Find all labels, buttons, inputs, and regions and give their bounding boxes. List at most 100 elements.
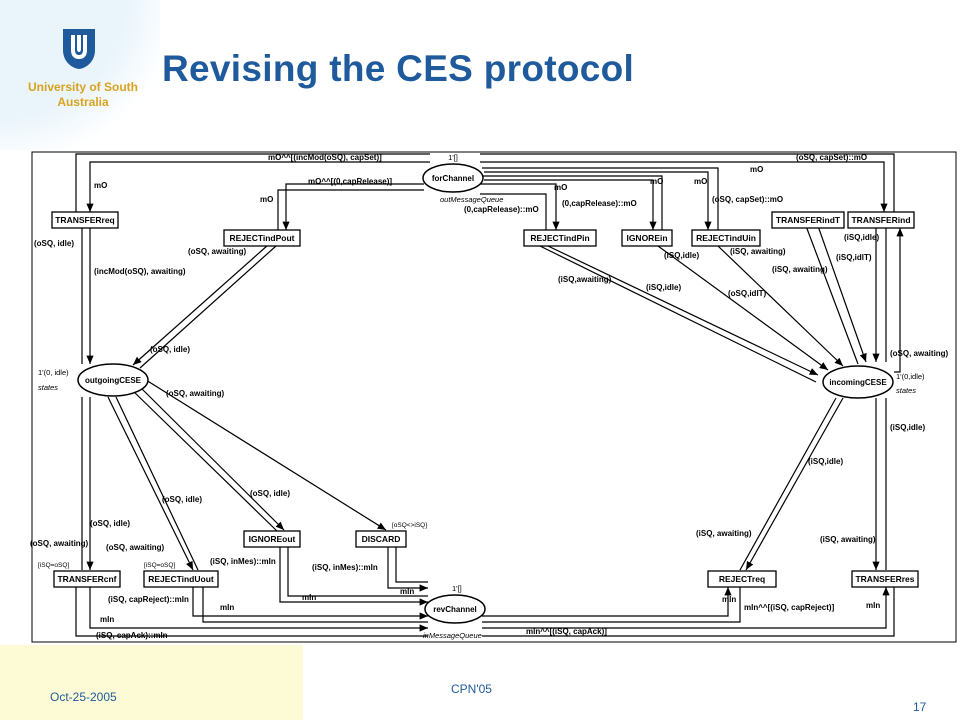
guard-discard: [oSQ<>iSQ] [392, 522, 427, 529]
svg-text:mIn: mIn [302, 593, 316, 602]
svg-text:(oSQ, awaiting): (oSQ, awaiting) [166, 389, 225, 398]
svg-text:(oSQ, capSet)::mO: (oSQ, capSet)::mO [712, 195, 783, 204]
svg-text:states: states [38, 383, 58, 392]
svg-text:mIn: mIn [220, 603, 234, 612]
corner-background [0, 0, 160, 150]
svg-text:(iSQ,idle): (iSQ,idle) [890, 423, 925, 432]
place-outgoingcese: outgoingCESE 1'(0, idle) states [38, 363, 149, 397]
svg-text:TRANSFERreq: TRANSFERreq [55, 215, 115, 225]
svg-text:states: states [896, 386, 916, 395]
svg-text:REJECTindPout: REJECTindPout [229, 233, 294, 243]
svg-text:(iSQ,idle): (iSQ,idle) [646, 283, 681, 292]
transition-ignorein [621, 229, 673, 247]
svg-text:incomingCESE: incomingCESE [829, 378, 887, 387]
guard-transfercnf: [iSQ=oSQ] [38, 562, 69, 569]
footer-conference: CPN'05 [451, 682, 492, 696]
svg-text:(oSQ,idlT): (oSQ,idlT) [728, 289, 767, 298]
svg-text:mO: mO [750, 165, 763, 174]
svg-text:1'(0, idle): 1'(0, idle) [38, 368, 69, 377]
svg-text:(iSQ,idle): (iSQ,idle) [664, 251, 699, 260]
svg-text:TRANSFERcnf: TRANSFERcnf [57, 574, 116, 584]
svg-text:(oSQ, idle): (oSQ, idle) [150, 345, 190, 354]
svg-text:(iSQ, inMes)::mIn: (iSQ, inMes)::mIn [312, 563, 378, 572]
transition-transfercnf [53, 570, 121, 588]
place-forchannel: forChannel 1'[] outMessageQueue [422, 153, 503, 204]
svg-text:REJECTreq: REJECTreq [719, 574, 765, 584]
svg-text:(0,capRelease)::mO: (0,capRelease)::mO [562, 199, 637, 208]
transition-rejectreq [707, 570, 777, 588]
svg-text:mIn^^[(iSQ, capReject)]: mIn^^[(iSQ, capReject)] [744, 603, 835, 612]
svg-text:IGNOREout: IGNOREout [249, 534, 296, 544]
university-name: University of South Australia [27, 80, 138, 109]
arc-forchannel-transferind [480, 161, 888, 212]
transition-transferind [847, 211, 915, 229]
arc-transfercnf-revchannel [89, 587, 428, 632]
transition-rejectinduout [143, 570, 219, 588]
svg-text:outgoingCESE: outgoingCESE [85, 376, 142, 385]
transition-rejectindpout [223, 229, 301, 247]
petri-net-diagram: forChannel 1'[] outMessageQueue outgoing… [30, 151, 957, 643]
arc-transferindt-incoming [817, 225, 867, 363]
svg-text:mIn: mIn [866, 601, 880, 610]
svg-text:REJECTindUout: REJECTindUout [148, 574, 214, 584]
arc-rejectindpout-outgoing [132, 244, 269, 366]
svg-text:(oSQ, idle): (oSQ, idle) [90, 519, 130, 528]
transition-rejectindpin [523, 229, 597, 247]
guard-rejectinduout: [iSQ=oSQ] [144, 562, 175, 569]
svg-text:(0,capRelease)::mO: (0,capRelease)::mO [464, 205, 539, 214]
svg-text:outMessageQueue: outMessageQueue [440, 195, 503, 204]
svg-text:(iSQ,idlT): (iSQ,idlT) [836, 253, 872, 262]
svg-text:(iSQ,idle): (iSQ,idle) [808, 457, 843, 466]
arc-outgoing-ignoreout [137, 384, 285, 531]
svg-text:mIn^^[(iSQ, capAck)]: mIn^^[(iSQ, capAck)] [526, 627, 607, 636]
svg-text:1'[]: 1'[] [452, 584, 462, 593]
transition-discard [355, 530, 407, 548]
place-incomingcese: incomingCESE 1'(0,idle) states [822, 365, 925, 399]
svg-text:(iSQ, awaiting): (iSQ, awaiting) [772, 265, 828, 274]
transition-rejectinduin [691, 229, 761, 247]
svg-text:mIn: mIn [400, 587, 414, 596]
svg-text:(iSQ, awaiting): (iSQ, awaiting) [730, 247, 786, 256]
svg-text:(oSQ, capSet)::mO: (oSQ, capSet)::mO [796, 153, 867, 162]
svg-text:mIn: mIn [722, 595, 736, 604]
svg-text:(iSQ, inMes)::mIn: (iSQ, inMes)::mIn [210, 557, 276, 566]
arc-outgoing-rejectinduout [107, 396, 194, 571]
svg-text:TRANSFERres: TRANSFERres [855, 574, 914, 584]
svg-text:IGNOREin: IGNOREin [626, 233, 667, 243]
svg-text:REJECTindUin: REJECTindUin [696, 233, 756, 243]
svg-text:(iSQ, capReject)::mIn: (iSQ, capReject)::mIn [108, 595, 189, 604]
university-logo-icon [63, 29, 95, 69]
svg-text:1'[]: 1'[] [448, 153, 458, 162]
arc-forchannel-transferreq [86, 161, 430, 212]
transition-ignoreout [243, 530, 301, 548]
place-revchannel: revChannel 1'[] inMessageQueue [423, 584, 486, 640]
svg-text:(oSQ, idle): (oSQ, idle) [250, 489, 290, 498]
arc-incoming-rejectreq [745, 397, 844, 571]
arc-ignoreout-revchannel [279, 547, 428, 606]
footer-date: Oct-25-2005 [50, 690, 117, 704]
svg-text:mO: mO [650, 177, 663, 186]
svg-text:(incMod(oSQ), awaiting): (incMod(oSQ), awaiting) [94, 267, 186, 276]
arc-rejectindpin-incoming [547, 245, 819, 376]
svg-text:mO^^[(incMod(oSQ), capSet)]: mO^^[(incMod(oSQ), capSet)] [268, 153, 382, 162]
svg-text:(oSQ, idle): (oSQ, idle) [34, 239, 74, 248]
arc-forchannel-rejectindpin [480, 183, 560, 230]
svg-text:mO: mO [554, 183, 567, 192]
svg-text:REJECTindPin: REJECTindPin [530, 233, 589, 243]
svg-text:(oSQ, awaiting): (oSQ, awaiting) [890, 349, 949, 358]
arc-discard-revchannel [387, 547, 428, 592]
arc-forchannel-rejectinduin [484, 171, 712, 230]
svg-text:(oSQ, idle): (oSQ, idle) [162, 495, 202, 504]
svg-text:mO: mO [260, 195, 273, 204]
svg-text:(iSQ, awaiting): (iSQ, awaiting) [696, 529, 752, 538]
svg-text:revChannel: revChannel [433, 605, 477, 614]
arc-outgoing-discard [145, 379, 387, 531]
svg-text:(oSQ, awaiting): (oSQ, awaiting) [188, 247, 247, 256]
svg-text:forChannel: forChannel [432, 174, 474, 183]
svg-text:inMessageQueue: inMessageQueue [423, 631, 482, 640]
transition-transferreq [51, 211, 119, 229]
arc-rejectinduin-incoming [717, 245, 844, 367]
footer-band [0, 645, 303, 720]
transition-transferres [851, 570, 919, 588]
arc-ignorein-incoming [657, 245, 829, 371]
